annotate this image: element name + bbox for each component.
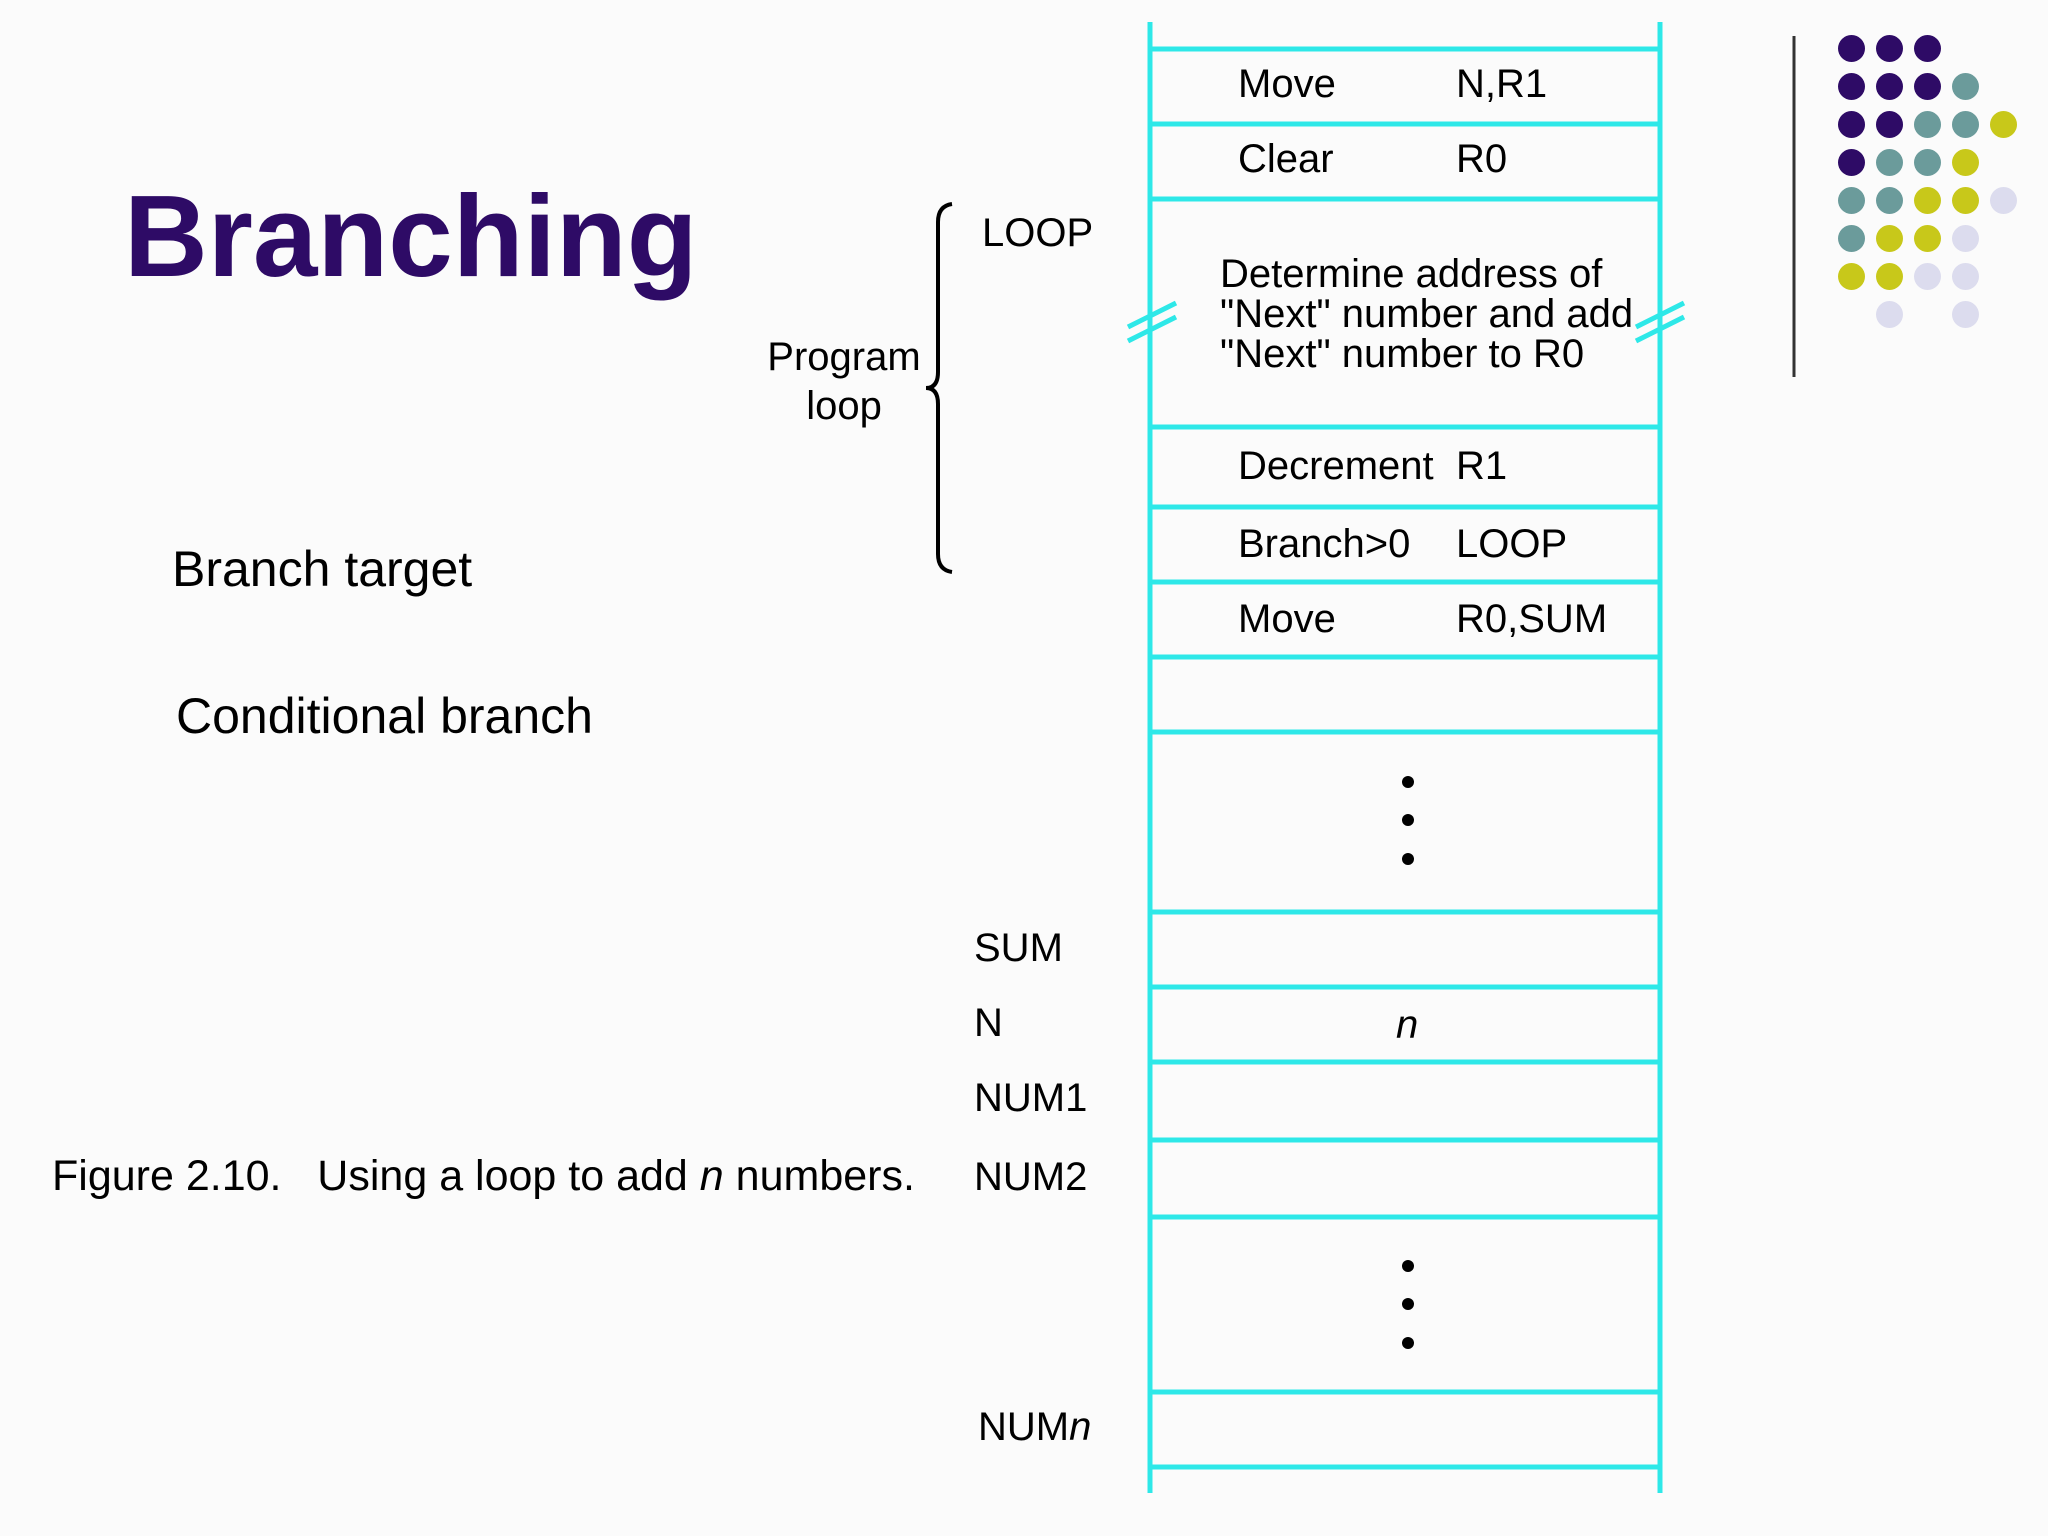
decor-dot <box>1838 263 1865 290</box>
decor-dot <box>1990 187 2017 214</box>
ellipsis-dot <box>1402 853 1414 865</box>
decor-dot <box>1876 225 1903 252</box>
instr-4-operand: R1 <box>1456 444 1508 488</box>
figure-caption: Figure 2.10. Using a loop to add n numbe… <box>52 1155 915 1198</box>
label-numn-italic: n <box>1069 1405 1092 1449</box>
decor-dot <box>1876 35 1903 62</box>
instr-3-line-1: Determine address of <box>1220 252 1603 296</box>
decor-dot <box>1990 111 2017 138</box>
decor-dot <box>1914 111 1941 138</box>
instr-5-opcode: Branch>0 <box>1238 522 1411 566</box>
bullet-conditional-branch: Conditional branch <box>176 688 593 744</box>
label-num1: NUM1 <box>974 1076 1088 1120</box>
program-loop-brace <box>925 202 953 574</box>
decor-dot <box>1838 225 1865 252</box>
decor-dot <box>1914 225 1941 252</box>
label-program-loop-line-1: Program <box>767 335 921 379</box>
instr-2-opcode: Clear <box>1238 137 1334 181</box>
caption-prefix: Figure 2.10. Using a loop to add <box>52 1152 700 1200</box>
decor-dot <box>1952 301 1979 328</box>
ellipsis-dot <box>1402 776 1414 788</box>
instr-1-opcode: Move <box>1238 62 1336 106</box>
caption-suffix: numbers. <box>723 1152 915 1200</box>
bullet-branch-target: Branch target <box>172 541 473 597</box>
decor-dot <box>1952 111 1979 138</box>
caption-italic-n: n <box>699 1152 724 1200</box>
decor-dot <box>1914 35 1941 62</box>
decor-dot <box>1876 187 1903 214</box>
ellipsis-dot <box>1402 814 1414 826</box>
instr-3-line-2: "Next" number and add <box>1220 292 1634 336</box>
instr-1-operand: N,R1 <box>1456 62 1548 106</box>
instr-3-line-3: "Next" number to R0 <box>1220 332 1585 376</box>
decor-dot <box>1876 301 1903 328</box>
decor-dot <box>1952 225 1979 252</box>
decor-dot <box>1876 73 1903 100</box>
decor-dot <box>1914 187 1941 214</box>
slide-title: Branching <box>124 171 698 301</box>
instr-6-operand: R0,SUM <box>1456 597 1608 641</box>
n-cell-value: n <box>1396 1003 1419 1047</box>
decor-dot <box>1952 187 1979 214</box>
label-program-loop-line-2: loop <box>806 384 882 428</box>
decor-dot <box>1952 73 1979 100</box>
label-numn: NUMn <box>978 1407 1091 1447</box>
label-num2: NUM2 <box>974 1155 1088 1199</box>
break-mark-right <box>1634 300 1686 330</box>
label-program-loop: Program loop <box>766 337 922 426</box>
break-mark-left <box>1126 314 1178 344</box>
ellipsis-dot <box>1402 1260 1414 1272</box>
instr-4-opcode: Decrement <box>1238 444 1434 488</box>
decor-dot <box>1838 35 1865 62</box>
decor-dot <box>1876 263 1903 290</box>
label-numn-prefix: NUM <box>978 1405 1070 1449</box>
decor-dot <box>1876 149 1903 176</box>
break-mark-right <box>1634 314 1686 344</box>
decor-dot <box>1838 73 1865 100</box>
decor-dot <box>1838 149 1865 176</box>
instr-2-operand: R0 <box>1456 137 1508 181</box>
label-sum: SUM <box>974 926 1063 970</box>
instr-6-opcode: Move <box>1238 597 1336 641</box>
label-loop: LOOP <box>982 211 1094 255</box>
label-n: N <box>974 1001 1003 1045</box>
instr-5-operand: LOOP <box>1456 522 1568 566</box>
decor-dot <box>1876 111 1903 138</box>
decor-dot <box>1914 73 1941 100</box>
decor-dot <box>1952 149 1979 176</box>
decor-dot <box>1838 111 1865 138</box>
ellipsis-dot <box>1402 1298 1414 1310</box>
decor-dot <box>1914 149 1941 176</box>
decor-dot <box>1952 263 1979 290</box>
ellipsis-dot <box>1402 1337 1414 1349</box>
break-mark-left <box>1126 300 1178 330</box>
decor-dot <box>1914 263 1941 290</box>
decor-dot <box>1838 187 1865 214</box>
